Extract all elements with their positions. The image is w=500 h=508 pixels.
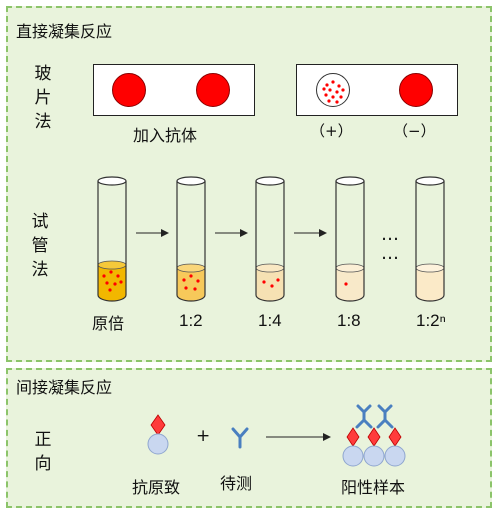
positive-label: （+） xyxy=(310,122,353,140)
add-antibody-label: 加入抗体 xyxy=(133,126,198,145)
tube-1-8 xyxy=(335,176,365,302)
direct-title: 直接凝集反应 xyxy=(16,22,113,41)
antigen-carrier-particle xyxy=(147,414,169,455)
slide-method-label: 玻 片 法 xyxy=(34,64,52,132)
tube-1-2n xyxy=(415,176,445,302)
test-antibody-label: 待测 xyxy=(220,474,253,493)
agglutination-particles xyxy=(322,80,345,104)
forward-label: 正 向 xyxy=(34,430,52,474)
agglutinated-complex xyxy=(342,404,406,467)
agglutinated-drop xyxy=(316,73,350,107)
dilution-label-1-2: 1:2 xyxy=(179,311,203,330)
red-drop xyxy=(399,73,433,107)
red-drop xyxy=(196,73,230,107)
dilution-label-undiluted: 原倍 xyxy=(92,314,125,333)
tube-method-label: 试 管 法 xyxy=(31,212,49,280)
indirect-agglutination-panel xyxy=(6,368,492,508)
plus-sign: + xyxy=(196,426,211,446)
ellipsis-upper: … xyxy=(381,224,399,245)
tube-1-4 xyxy=(255,176,285,302)
antigen-carrier-label: 抗原致 xyxy=(132,478,181,497)
test-antibody-icon xyxy=(231,427,249,449)
slide-plate-left xyxy=(93,64,255,116)
dilution-label-1-8: 1:8 xyxy=(337,311,361,330)
tube-undiluted xyxy=(97,176,127,302)
negative-label: （−） xyxy=(393,122,436,140)
slide-plate-right xyxy=(296,64,458,116)
ellipsis-lower: … xyxy=(381,243,399,264)
positive-sample-label: 阳性样本 xyxy=(341,478,406,497)
indirect-title: 间接凝集反应 xyxy=(16,378,113,397)
red-drop xyxy=(112,73,146,107)
dilution-label-1-2n: 1:2ⁿ xyxy=(416,311,446,330)
dilution-label-1-4: 1:4 xyxy=(258,311,282,330)
tube-1-2 xyxy=(176,176,206,302)
